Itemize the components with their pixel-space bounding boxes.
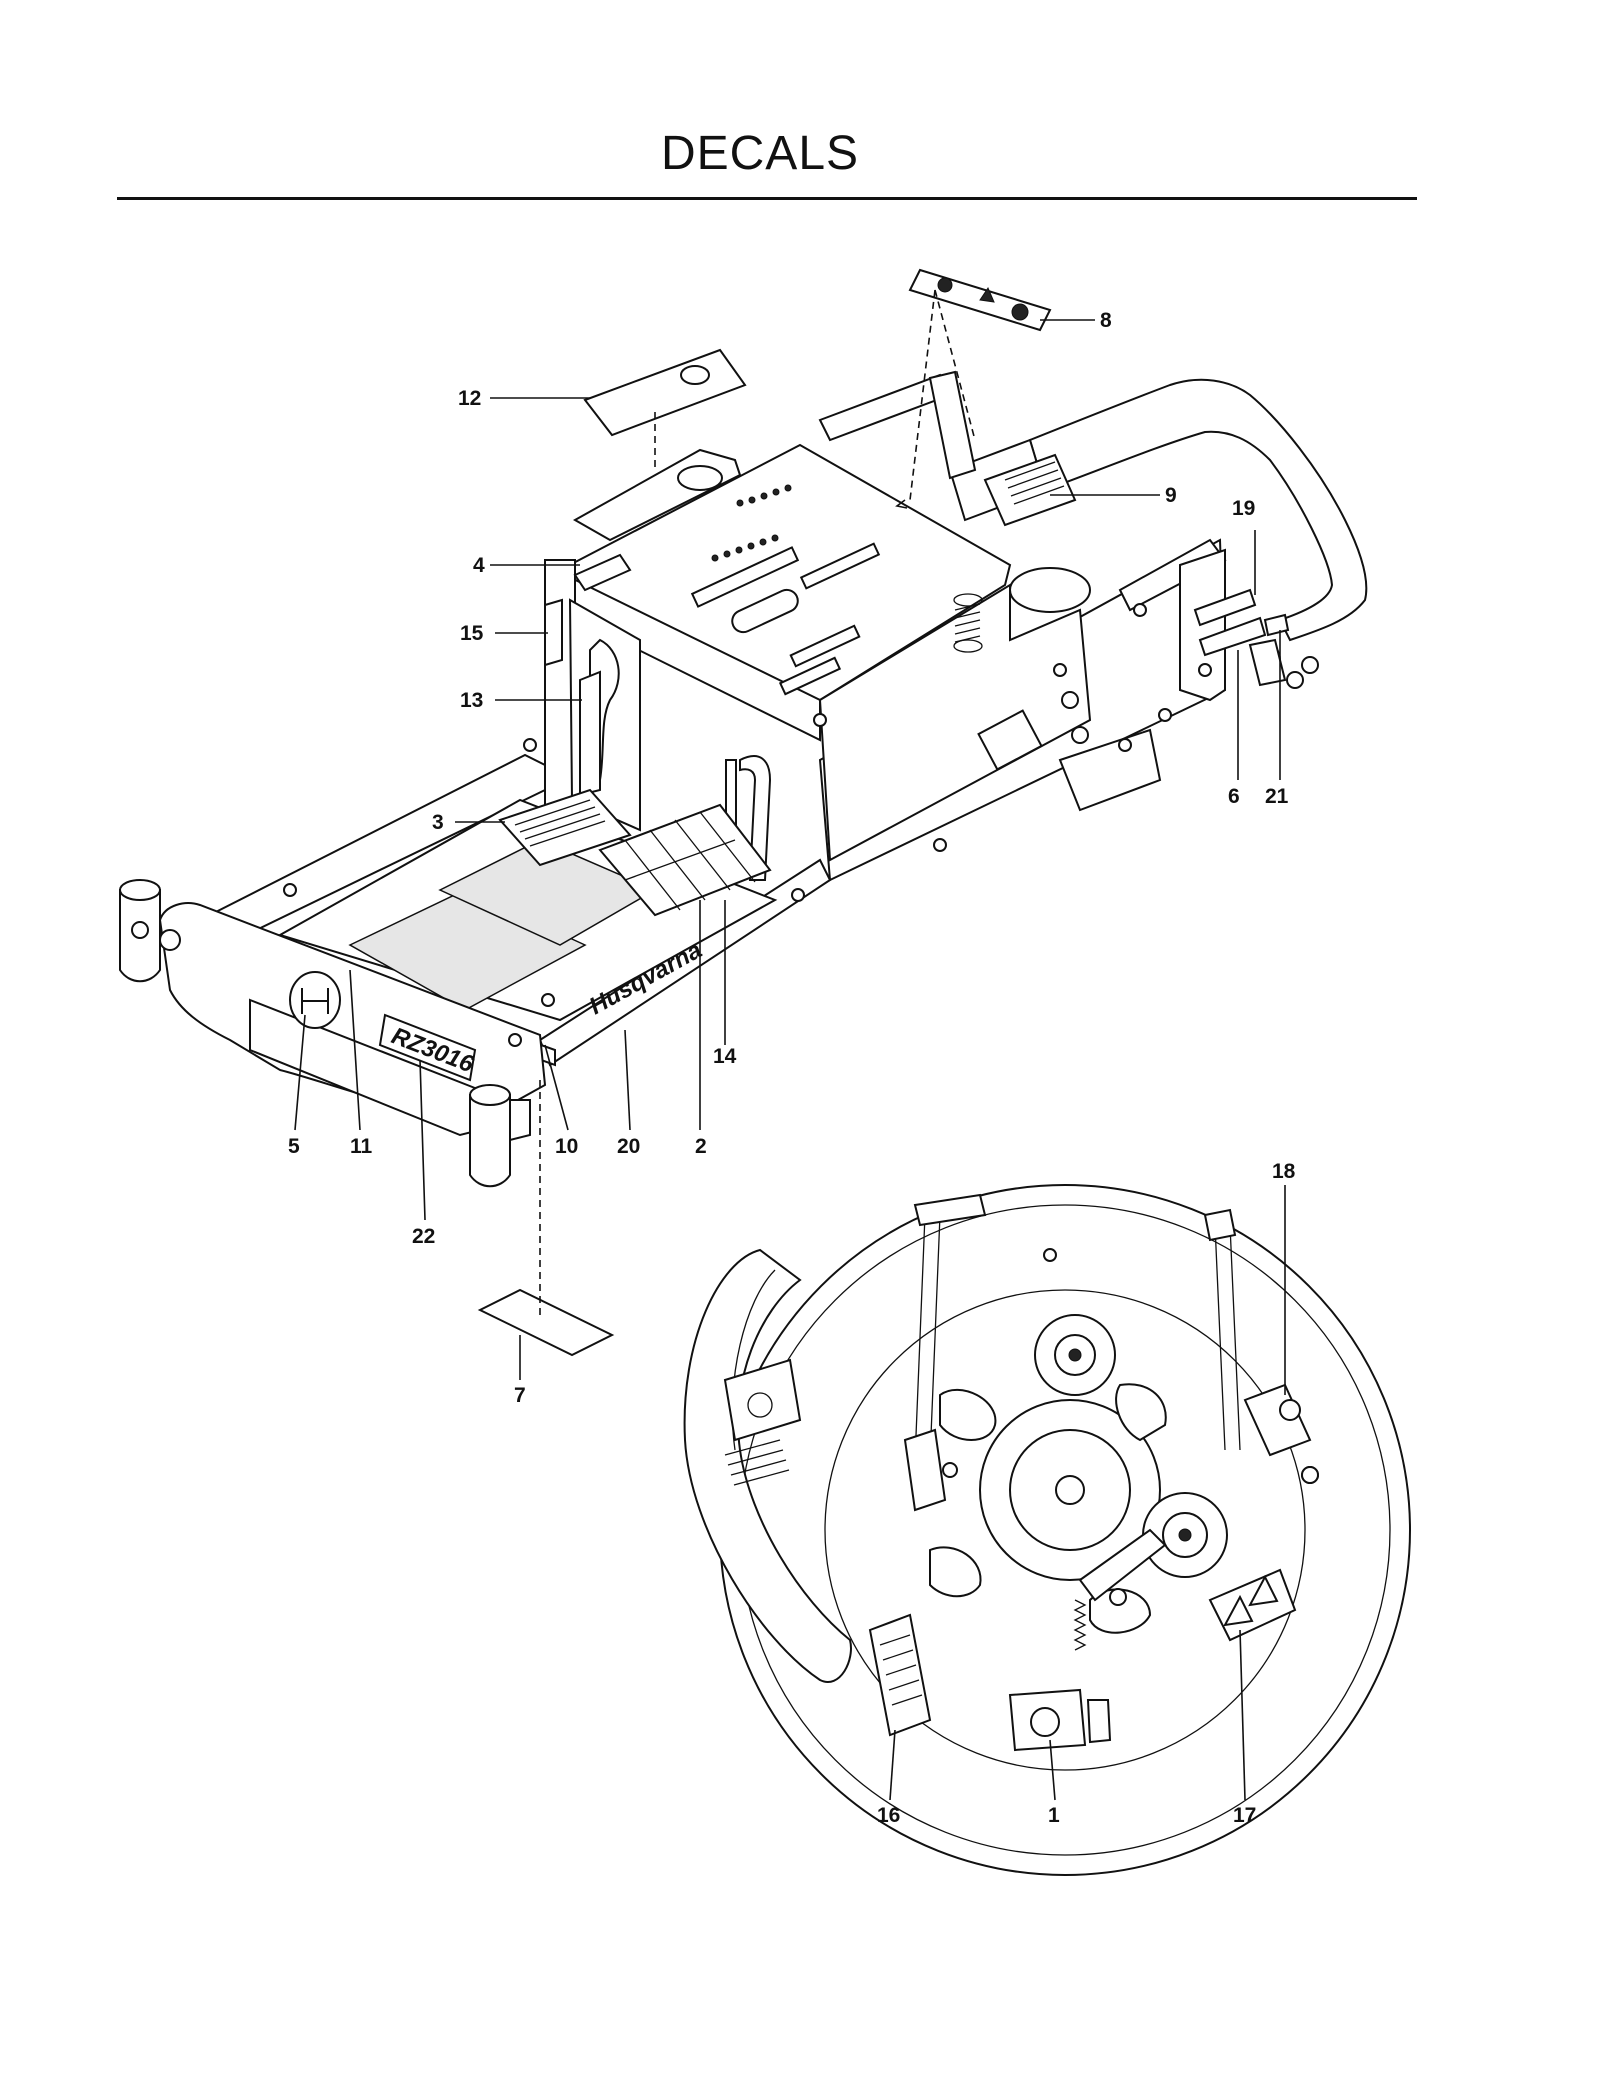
callout-6: 6 bbox=[1228, 785, 1240, 808]
frame-bolts bbox=[283, 656, 1319, 1047]
rear-post bbox=[928, 370, 977, 480]
belt-guide-bolt bbox=[942, 1462, 958, 1478]
idler-arm bbox=[1078, 1528, 1167, 1602]
rear-handle-bar bbox=[1028, 378, 1368, 642]
decal-1-tab bbox=[1086, 1699, 1112, 1744]
decal-chute-text bbox=[724, 1439, 790, 1486]
callout-4: 4 bbox=[473, 554, 485, 577]
decal-17-triangle-a bbox=[1223, 1594, 1254, 1627]
pulley-center bbox=[979, 1399, 1161, 1581]
decal-8-icon-c bbox=[1011, 303, 1029, 321]
fuel-tank bbox=[1009, 567, 1091, 613]
seat-pan-slots bbox=[690, 542, 881, 696]
deck-bolt-18 bbox=[1301, 1466, 1319, 1484]
decal-3-text bbox=[514, 799, 606, 847]
decal-17-triangle-b bbox=[1248, 1574, 1279, 1607]
decal-15-shape bbox=[544, 598, 563, 667]
callout-20: 20 bbox=[617, 1135, 640, 1158]
callout-21: 21 bbox=[1265, 785, 1289, 808]
decal-3-shape bbox=[498, 788, 632, 867]
decal-21-shape bbox=[1263, 613, 1290, 637]
decal-13-shape bbox=[579, 670, 601, 797]
decal-16-text bbox=[879, 1634, 923, 1706]
lever-slot-right bbox=[739, 755, 772, 881]
callout-19: 19 bbox=[1232, 497, 1255, 520]
tension-spring bbox=[1073, 1599, 1087, 1651]
decal-chute-warning bbox=[723, 1358, 802, 1442]
deck-bolt-top bbox=[1043, 1248, 1057, 1262]
decal-6-shape bbox=[1198, 616, 1267, 657]
callout-7: 7 bbox=[514, 1384, 526, 1407]
callout-11: 11 bbox=[350, 1135, 373, 1158]
deck-cutout-b bbox=[1115, 1383, 1167, 1442]
seat-pan-dots bbox=[711, 484, 792, 562]
rear-tube bbox=[1248, 638, 1287, 687]
decal-7-shape bbox=[477, 1288, 615, 1357]
decal-12-shape bbox=[583, 348, 747, 437]
lift-arm-right bbox=[1214, 1224, 1241, 1451]
decal-chute-icon bbox=[747, 1392, 773, 1418]
callout-1: 1 bbox=[1048, 1804, 1060, 1827]
decal-8-icon-b bbox=[979, 286, 995, 303]
callout-10: 10 bbox=[555, 1135, 578, 1158]
decal-18-icon bbox=[1279, 1399, 1301, 1421]
callout-5: 5 bbox=[288, 1135, 300, 1158]
lift-bracket-left bbox=[913, 1193, 987, 1227]
leader-lines bbox=[294, 289, 1286, 1801]
caster-left bbox=[119, 879, 181, 983]
callout-18: 18 bbox=[1272, 1160, 1296, 1183]
deck-top-ring bbox=[824, 1289, 1306, 1771]
bracket-hole bbox=[677, 465, 723, 491]
callout-14: 14 bbox=[713, 1045, 737, 1068]
decal-18-shape bbox=[1243, 1383, 1312, 1457]
callout-numbers: 12 8 9 19 4 15 13 3 6 21 14 5 11 10 20 2… bbox=[288, 309, 1296, 1827]
belt-guide bbox=[903, 1428, 947, 1512]
decal-16-shape bbox=[868, 1613, 932, 1737]
callout-22: 22 bbox=[412, 1225, 435, 1248]
decal-2-14-cells bbox=[624, 811, 756, 911]
callout-16: 16 bbox=[877, 1804, 900, 1827]
decal-12-hole bbox=[680, 365, 710, 385]
page-title: DECALS bbox=[660, 127, 860, 180]
callout-9: 9 bbox=[1165, 484, 1177, 507]
lower-bracket bbox=[1058, 728, 1162, 812]
callout-2: 2 bbox=[695, 1135, 707, 1158]
seat-spring bbox=[953, 593, 983, 653]
decal-4-shape bbox=[573, 553, 632, 592]
deck-bolt-lower bbox=[1109, 1588, 1127, 1606]
decal-8-icon-a bbox=[937, 277, 953, 293]
decal-group-deck bbox=[723, 1358, 1319, 1752]
title-rule bbox=[117, 197, 1417, 200]
callout-12: 12 bbox=[458, 387, 481, 410]
deck-cutout-c bbox=[929, 1546, 982, 1598]
caster-right bbox=[469, 1084, 531, 1188]
callout-15: 15 bbox=[460, 622, 484, 645]
callout-8: 8 bbox=[1100, 309, 1112, 332]
decal-1-icon bbox=[1030, 1707, 1060, 1737]
rail-holes bbox=[977, 603, 1212, 771]
decal-2-14-shape bbox=[598, 803, 772, 917]
lift-bracket-right bbox=[1203, 1208, 1237, 1242]
tractor-frame bbox=[119, 370, 1368, 1188]
decal-19-shape bbox=[1193, 588, 1257, 627]
callout-13: 13 bbox=[460, 689, 483, 712]
decal-9-text bbox=[1004, 461, 1065, 505]
husqvarna-h-logo bbox=[289, 971, 341, 1029]
lift-arm-left bbox=[914, 1214, 941, 1461]
pulley-top bbox=[1034, 1314, 1116, 1396]
callout-17: 17 bbox=[1233, 1804, 1256, 1827]
callout-3: 3 bbox=[432, 811, 444, 834]
deck-cutout-a bbox=[939, 1388, 997, 1441]
mower-deck bbox=[683, 1184, 1411, 1876]
